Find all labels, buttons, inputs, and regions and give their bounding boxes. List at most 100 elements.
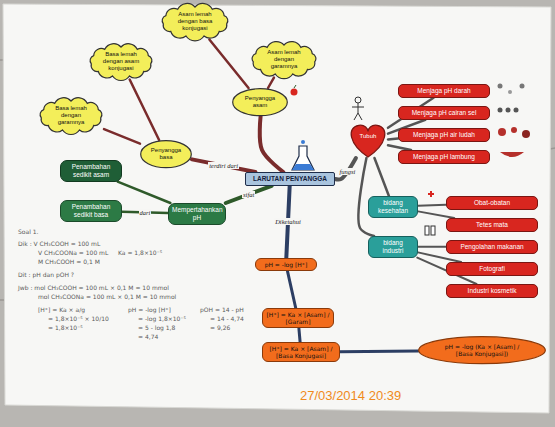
node-text: [H⁺] = Ka × [Asam] / [Basa Konjugasi] xyxy=(266,345,336,359)
node-text: Basa lemah dengan asam konjugasi xyxy=(98,51,144,73)
worked-example-line: [H⁺] = Ka × a/g xyxy=(38,306,85,313)
worked-example-line: = 9,26 xyxy=(210,324,230,331)
worked-example-line: Dit : pH dan pOH ? xyxy=(18,271,74,278)
branch-label: fungsi xyxy=(339,168,357,175)
formula-box: [H⁺] = Ka × [Asam] / [Garam] xyxy=(262,308,334,328)
stick-figure xyxy=(352,97,364,120)
application-box: Obat-obatan xyxy=(446,196,538,210)
node-text: Penyangga basa xyxy=(148,147,184,161)
photo-timestamp: 27/03/2014 20:39 xyxy=(300,388,401,403)
branch-label: sifat xyxy=(242,191,255,198)
application-box: Pengolahan makanan xyxy=(446,240,538,254)
heart-outline xyxy=(348,124,388,158)
worked-example-line: = -log 1,8×10⁻⁵ xyxy=(138,315,186,322)
heart-node: Tubuh xyxy=(348,124,388,158)
branch-line xyxy=(104,129,140,144)
function-box: Menjaga pH cairan sel xyxy=(398,106,490,120)
red-cross-icon xyxy=(428,191,434,197)
node-text: Asam lemah dengan garamnya xyxy=(260,49,308,71)
field-box: bidang kesehatan xyxy=(368,196,418,218)
heart-shape xyxy=(351,125,385,157)
node-text: Mempertahankan pH xyxy=(172,206,222,222)
field-box: bidang industri xyxy=(368,236,418,258)
branch-line xyxy=(340,349,418,353)
branch-line xyxy=(192,159,255,172)
worked-example-line: mol CH₃COONa = 100 mL × 0,1 M = 10 mmol xyxy=(38,293,176,300)
worked-example-line: = 5 - log 1,8 xyxy=(138,324,175,331)
branch-line xyxy=(335,158,356,179)
function-box: Menjaga pH lambung xyxy=(398,150,490,164)
node-text: pH = -log (Ka × [Asam] / [Basa Konjugasi… xyxy=(437,343,527,357)
node-text: Tubuh xyxy=(351,133,385,140)
node-text: Tetes mata xyxy=(450,221,534,229)
category-ellipse: Penyangga asam xyxy=(232,88,288,116)
worked-example-line: = 1,8×10⁻⁵ xyxy=(48,324,83,331)
branch-line xyxy=(418,205,446,206)
node-text: Menjaga pH darah xyxy=(402,87,486,95)
property-box: Mempertahankan pH xyxy=(168,203,226,225)
worked-example-line: = 1,8×10⁻⁵ × 10/10 xyxy=(48,315,109,322)
node-text: Pengolahan makanan xyxy=(450,243,534,251)
property-box: Penambahan sedikit basa xyxy=(60,200,122,222)
branch-line xyxy=(226,186,272,203)
cloud-shape xyxy=(40,98,102,135)
flask-icon xyxy=(292,140,314,170)
node-text: LARUTAN PENYANGGA xyxy=(249,175,331,183)
final-formula-oval: pH = -log (Ka × [Asam] / [Basa Konjugasi… xyxy=(418,336,546,364)
worked-example-line: Soal 1. xyxy=(18,228,38,235)
worked-example-line: M CH₃COOH = 0,1 M xyxy=(38,258,100,265)
application-box: Industri kosmetik xyxy=(446,284,538,298)
formula-box: [H⁺] = Ka × [Asam] / [Basa Konjugasi] xyxy=(262,342,340,362)
worked-example-line: pOH = 14 - pH xyxy=(200,306,244,313)
node-text: Menjaga pH lambung xyxy=(402,153,486,161)
branch-line xyxy=(118,182,171,203)
node-text: Industri kosmetik xyxy=(450,287,534,295)
branch-line xyxy=(260,116,284,172)
application-box: Tetes mata xyxy=(446,218,538,232)
branch-line xyxy=(418,211,454,218)
worked-example-line: = 4,74 xyxy=(138,333,158,340)
property-box: Penambahan sedikit asam xyxy=(60,160,122,182)
cloud-shape xyxy=(90,44,152,81)
blood-cell-dots xyxy=(498,84,531,158)
ellipse-shape xyxy=(141,141,192,168)
component-cloud: Basa lemah dengan garamnya xyxy=(38,98,104,134)
cloud-shape xyxy=(162,3,228,40)
node-text: Penambahan sedikit basa xyxy=(64,203,118,219)
function-box: Menjaga pH darah xyxy=(398,84,490,98)
node-text: [H⁺] = Ka × [Asam] / [Garam] xyxy=(266,311,330,325)
node-text: Penyangga asam xyxy=(240,95,280,109)
worked-example-line: = 14 - 4,74 xyxy=(210,315,244,322)
formula-box: pH = -log [H⁺] xyxy=(255,258,317,271)
ellipse-shape xyxy=(233,89,288,116)
cloud-shape xyxy=(252,42,316,79)
branch-line xyxy=(130,80,159,140)
branch-label: terdiri dari xyxy=(208,162,239,169)
ellipse-shape xyxy=(419,337,546,364)
node-text: Fotografi xyxy=(450,265,534,273)
node-text: pH = -log [H⁺] xyxy=(259,261,313,268)
test-tube-icon xyxy=(425,226,435,235)
node-text: Menjaga pH air ludah xyxy=(402,131,486,139)
application-box: Fotografi xyxy=(446,262,538,276)
branch-line xyxy=(388,137,398,140)
apple-stem xyxy=(294,85,296,88)
central-topic-box: LARUTAN PENYANGGA xyxy=(245,172,335,186)
node-text: Obat-obatan xyxy=(450,199,534,207)
worked-example-line: pH = -log [H⁺] xyxy=(128,306,171,313)
node-text: Basa lemah dengan garamnya xyxy=(48,105,94,127)
branch-line xyxy=(209,40,248,88)
branch-label: Diketahui xyxy=(274,218,302,225)
worked-example-line: V CH₃COONa = 100 mL xyxy=(38,249,108,256)
function-box: Menjaga pH air ludah xyxy=(398,128,490,142)
node-text: Menjaga pH cairan sel xyxy=(402,109,486,117)
worked-example-line: Dik : V CH₃COOH = 100 mL xyxy=(18,240,100,247)
worked-example-line: Jwb : mol CH₃COOH = 100 mL × 0,1 M = 10 … xyxy=(18,284,169,291)
branch-line xyxy=(268,78,274,88)
worked-example-line: Ka = 1,8×10⁻⁵ xyxy=(118,249,162,256)
node-text: bidang kesehatan xyxy=(372,199,414,215)
component-cloud: Asam lemah dengan basa konjugasi xyxy=(160,4,230,40)
node-text: bidang industri xyxy=(372,239,414,255)
component-cloud: Basa lemah dengan asam konjugasi xyxy=(88,44,154,80)
